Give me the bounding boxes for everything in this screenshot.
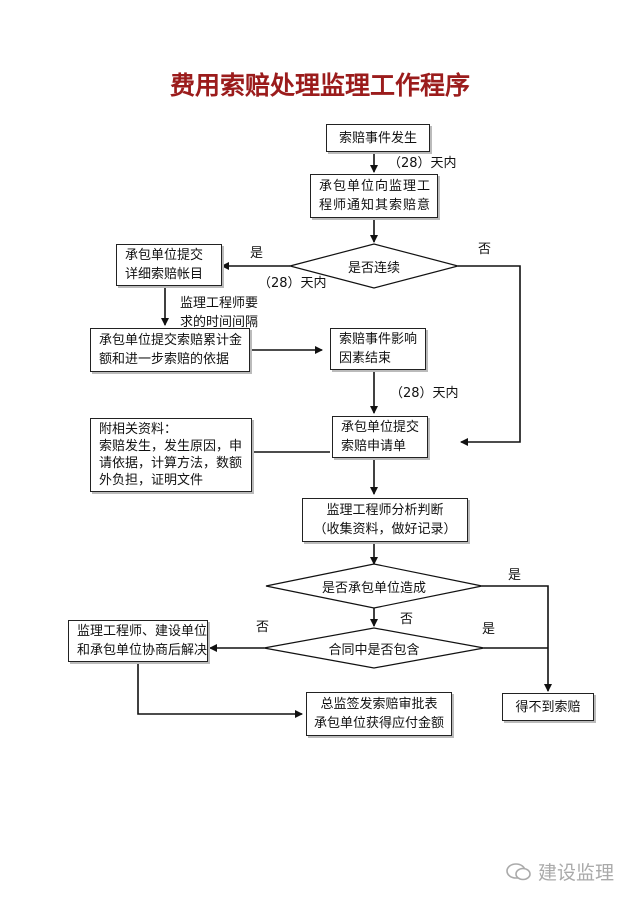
box-attach-line-4: 外负担，证明文件 [99,473,204,488]
box-analyze-line-2: （收集资料，做好记录） [313,522,457,537]
box-cumulative-line-1: 承包单位提交索赔累计金 [99,333,243,348]
box-claim-form: 承包单位提交 索赔申请单 [332,416,428,458]
label-engineer-interval-line-1: 监理工程师要 [180,296,259,311]
box-notify-engineer: 承包单位向监理工 程师通知其索赔意 [310,174,438,218]
wechat-icon [506,862,531,880]
box-negotiate-line-2: 和承包单位协商后解决 [77,643,208,658]
label-28-days-3: （28）天内 [390,386,459,401]
box-attach-line-1: 附相关资料： [99,422,178,437]
box-cumulative-line-2: 额和进一步索赔的依据 [99,352,230,367]
box-negotiate-line-1: 监理工程师、建设单位 [77,624,208,639]
label-28-days-1: （28）天内 [388,156,457,171]
box-impact-end: 索赔事件影响 因素结束 [330,328,426,370]
box-cumulative-amount: 承包单位提交索赔累计金 额和进一步索赔的依据 [90,328,250,372]
arrow-negotiate-to-approve [137,662,303,718]
box-detail-line-1: 承包单位提交 [125,248,204,263]
box-analyze-line-1: 监理工程师分析判断 [326,503,444,518]
watermark: 建设监理 [506,858,614,885]
box-approve-line-2: 承包单位获得应付金额 [314,716,445,731]
diamond-continuous [287,243,461,289]
box-impact-line-2: 因素结束 [339,351,392,366]
label-no-continuous: 否 [478,242,492,257]
box-negotiate: 监理工程师、建设单位 和承包单位协商后解决 [68,620,208,662]
diamond-caused-by-contractor [265,563,483,609]
box-impact-line-1: 索赔事件影响 [339,332,418,347]
box-analyze: 监理工程师分析判断 （收集资料，做好记录） [302,498,468,542]
diamond-contract-label: 合同中是否包含 [328,643,420,658]
box-approve-line-1: 总监签发索赔审批表 [320,697,438,712]
box-no-claim-text: 得不到索赔 [515,699,581,715]
box-attach-line-3: 请依据，计算方法，数额 [99,456,243,471]
box-attachments: 附相关资料： 索赔发生，发生原因，申 请依据，计算方法，数额 外负担，证明文件 [90,418,252,492]
box-detail-line-2: 详细索赔帐目 [125,267,204,282]
box-claim-form-line-2: 索赔申请单 [341,439,407,454]
box-attach-line-2: 索赔发生，发生原因，申 [99,439,243,454]
label-no-contract: 否 [256,620,270,635]
box-notify-line-1: 承包单位向监理工 [319,179,432,194]
box-no-claim: 得不到索赔 [502,693,594,721]
arrow-caused-yes-to-noclaim [482,585,552,692]
box-claim-form-line-1: 承包单位提交 [341,420,420,435]
diamond-caused-label: 是否承包单位造成 [321,581,426,596]
box-claim-event: 索赔事件发生 [326,124,430,152]
label-no-caused: 否 [400,612,414,627]
page-title: 费用索赔处理监理工作程序 [169,71,470,100]
box-detail-account: 承包单位提交 详细索赔帐目 [116,244,222,286]
label-yes-caused: 是 [508,568,522,583]
arrow-no-to-claim [458,265,521,446]
watermark-text: 建设监理 [538,862,615,884]
label-28-days-2: （28）天内 [258,276,327,291]
box-claim-event-text: 索赔事件发生 [338,130,417,146]
box-notify-line-2: 程师通知其索赔意 [319,198,432,213]
box-approve-payment: 总监签发索赔审批表 承包单位获得应付金额 [306,692,452,736]
label-yes-contract: 是 [482,622,496,637]
diamond-continuous-label: 是否连续 [347,261,400,276]
diamond-in-contract [263,627,485,669]
label-engineer-interval-line-2: 求的时间间隔 [180,315,259,330]
label-engineer-interval: 监理工程师要 求的时间间隔 [180,294,258,332]
label-yes-continuous: 是 [250,246,264,261]
